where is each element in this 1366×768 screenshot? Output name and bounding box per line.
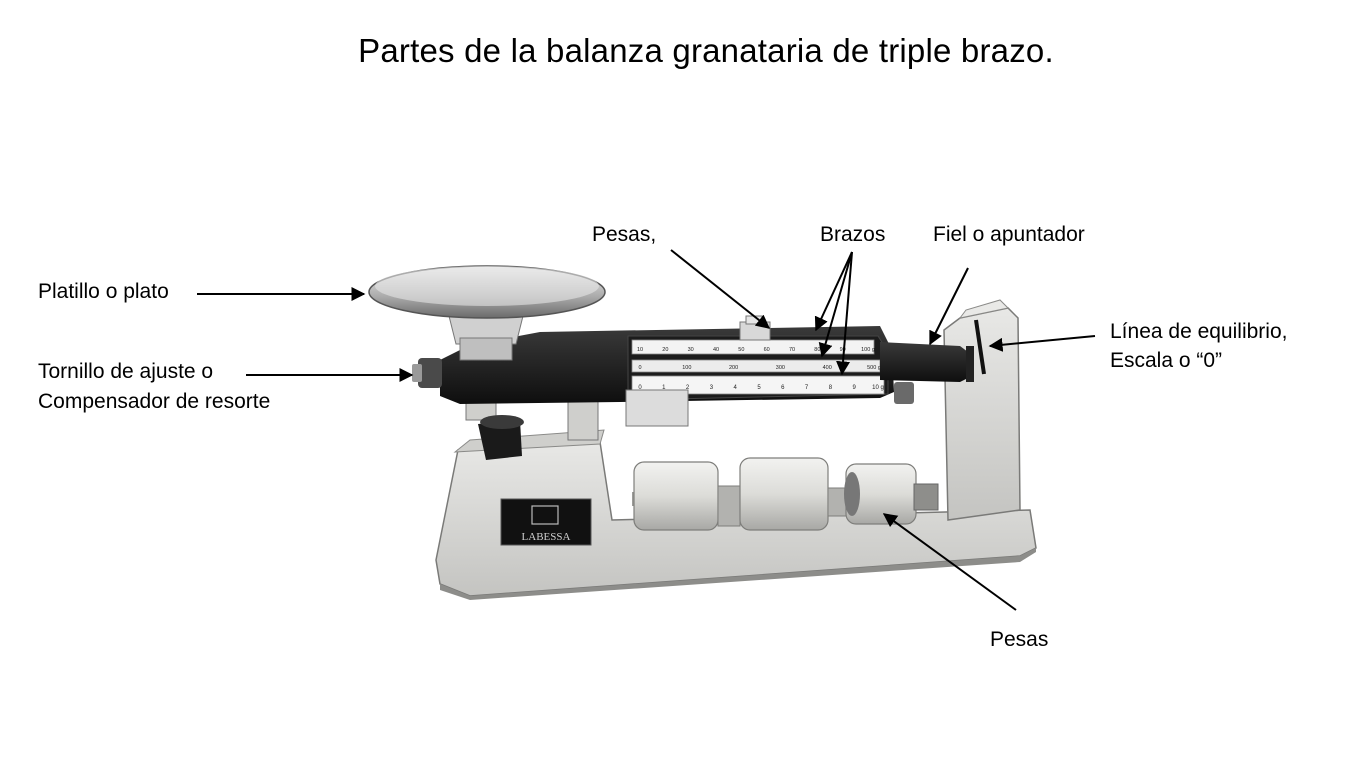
arrow-brazos-3 (836, 251, 853, 376)
beam-tick-label: 20 (662, 347, 668, 353)
beam-tick-label: 2 (686, 385, 690, 391)
beam-tick-label: 100 (682, 365, 691, 371)
beam-tick-label: 0 (638, 365, 641, 371)
pan (368, 265, 606, 361)
label-linea-line2: Escala o “0” (1110, 349, 1223, 372)
beam-tick-label: 8 (829, 385, 833, 391)
beam-tick-label: 90 (840, 347, 846, 353)
label-linea-line1: Línea de equilibrio, (1110, 320, 1288, 343)
arrow-pesas-bottom (882, 513, 1017, 611)
beam-tick-label: 50 (738, 347, 744, 353)
beam-tick-label: 0 (638, 385, 642, 391)
page-title: Partes de la balanza granataria de tripl… (358, 32, 1054, 69)
beam-tick-label: 300 (776, 365, 785, 371)
beam-tick-label: 500 g (867, 365, 881, 371)
beam-tick-label: 4 (734, 385, 738, 391)
beam-tick-label: 400 (823, 365, 832, 371)
beam-tick-label: 100 g (861, 347, 875, 353)
beam-tick-label: 80 (814, 347, 820, 353)
arrow-brazos-1 (814, 251, 853, 332)
arrow-fiel (929, 267, 969, 346)
label-pesas-bottom: Pesas (990, 628, 1049, 651)
beam-tick-label: 5 (757, 385, 761, 391)
beam-tick-label: 9 (853, 385, 857, 391)
beam-tick-label: 10 (637, 347, 643, 353)
label-tornillo-line2: Compensador de resorte (38, 390, 271, 413)
label-brazos: Brazos (820, 223, 886, 246)
beam-tick-label: 70 (789, 347, 795, 353)
beam-tick-label: 1 (662, 385, 666, 391)
beam-tick-label: 10 g (872, 385, 884, 391)
annotation-arrows (197, 249, 1096, 611)
beam-tick-label: 30 (688, 347, 694, 353)
beam-tick-label: 200 (729, 365, 738, 371)
beam-tick-label: 6 (781, 385, 785, 391)
label-tornillo-line1: Tornillo de ajuste o (38, 360, 214, 383)
nameplate-text: LABESSA (522, 531, 571, 543)
label-platillo: Platillo o plato (38, 280, 169, 303)
beam-tick-label: 7 (805, 385, 809, 391)
arrow-brazos-2 (818, 251, 853, 358)
label-fiel: Fiel o apuntador (933, 223, 1085, 246)
label-pesas-top: Pesas, (592, 223, 657, 246)
arrow-linea (988, 335, 1096, 352)
beam-tick-label: 40 (713, 347, 719, 353)
nameplate: LABESSA (500, 498, 592, 546)
beam-tick-label: 60 (764, 347, 770, 353)
beam-tick-label: 3 (710, 385, 714, 391)
riders-cylinders (632, 457, 939, 531)
arrow-pesas-top (670, 249, 771, 329)
